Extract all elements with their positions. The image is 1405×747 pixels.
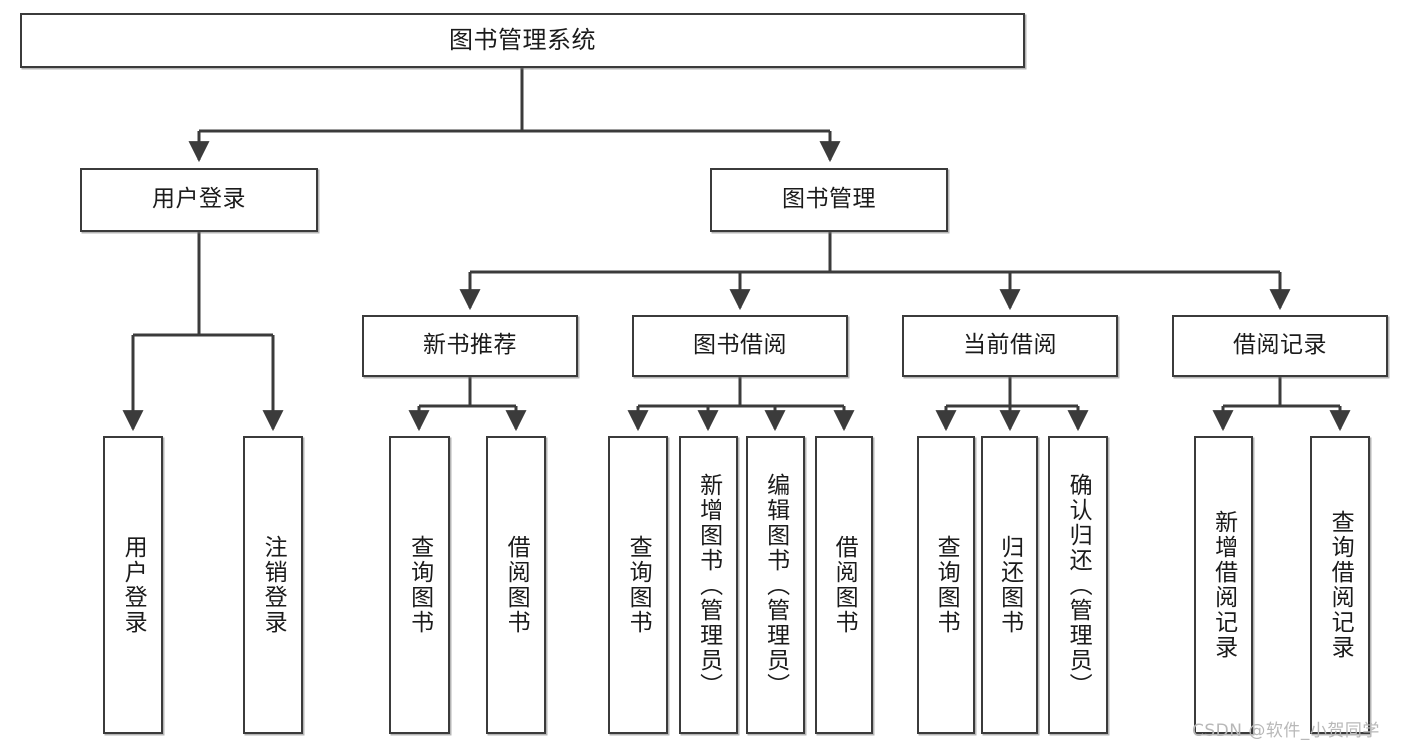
leaf-book-borrow-add-book-admin[interactable]: 新增图书（管理员）	[679, 436, 738, 734]
node-label: 确认归还（管理员）	[1065, 472, 1092, 698]
node-label: 用户登录	[120, 535, 147, 635]
node-label: 借阅图书	[503, 535, 530, 635]
node-label: 图书借阅	[693, 332, 787, 359]
node-label: 借阅记录	[1233, 332, 1327, 359]
node-label: 归还图书	[996, 535, 1023, 635]
leaf-new-book-query-books[interactable]: 查询图书	[389, 436, 450, 734]
leaf-book-borrow-borrow-books[interactable]: 借阅图书	[815, 436, 873, 734]
node-label: 编辑图书（管理员）	[762, 472, 789, 698]
node-label: 新书推荐	[423, 332, 517, 359]
node-label: 借阅图书	[831, 535, 858, 635]
leaf-book-borrow-query-books[interactable]: 查询图书	[608, 436, 668, 734]
node-user-login[interactable]: 用户登录	[80, 168, 318, 232]
leaf-current-borrow-confirm-return-admin[interactable]: 确认归还（管理员）	[1048, 436, 1108, 734]
csdn-watermark: CSDN @软件_小贺同学	[1192, 721, 1380, 741]
node-borrowing-records[interactable]: 借阅记录	[1172, 315, 1388, 377]
leaf-borrow-record-query-record[interactable]: 查询借阅记录	[1310, 436, 1370, 734]
node-book-management[interactable]: 图书管理	[710, 168, 948, 232]
node-book-borrowing[interactable]: 图书借阅	[632, 315, 848, 377]
leaf-book-borrow-edit-book-admin[interactable]: 编辑图书（管理员）	[746, 436, 805, 734]
leaf-borrow-record-add-record[interactable]: 新增借阅记录	[1194, 436, 1253, 734]
leaf-current-borrow-return-books[interactable]: 归还图书	[981, 436, 1038, 734]
node-label: 新增图书（管理员）	[695, 472, 722, 698]
leaf-new-book-borrow-books[interactable]: 借阅图书	[486, 436, 546, 734]
node-new-book-recommendation[interactable]: 新书推荐	[362, 315, 578, 377]
node-current-borrowing[interactable]: 当前借阅	[902, 315, 1118, 377]
node-label: 查询图书	[933, 535, 960, 635]
node-root-book-management-system[interactable]: 图书管理系统	[20, 13, 1025, 68]
node-label: 查询图书	[625, 535, 652, 635]
node-label: 图书管理系统	[449, 26, 596, 55]
node-label: 查询图书	[406, 535, 433, 635]
node-label: 当前借阅	[963, 332, 1057, 359]
node-label: 新增借阅记录	[1210, 510, 1237, 660]
leaf-current-borrow-query-books[interactable]: 查询图书	[917, 436, 975, 734]
leaf-user-login-login[interactable]: 用户登录	[103, 436, 163, 734]
node-label: 图书管理	[782, 186, 876, 213]
leaf-user-login-logout[interactable]: 注销登录	[243, 436, 303, 734]
node-label: 用户登录	[152, 186, 246, 213]
node-label: 注销登录	[260, 535, 287, 635]
node-label: 查询借阅记录	[1327, 510, 1354, 660]
